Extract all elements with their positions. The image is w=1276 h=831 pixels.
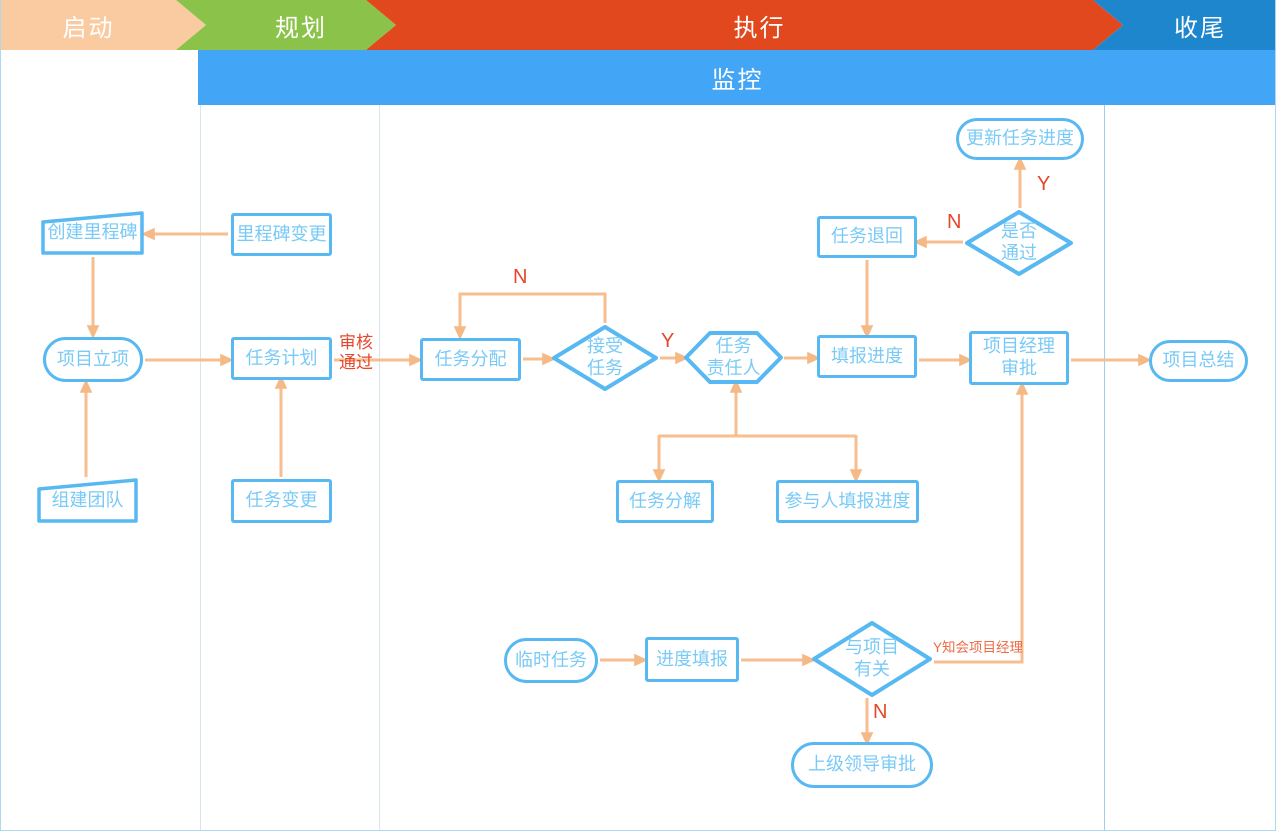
node-update-task-progress: 更新任务进度 (956, 118, 1084, 160)
edge-label-related-y: Y知会项目经理 (933, 640, 1024, 655)
lane-separator-3 (1104, 105, 1105, 830)
phase-execution-label: 执行 (733, 14, 786, 42)
edge-label-review-pass: 审核 通过 (339, 333, 373, 372)
phase-planning-label: 规划 (275, 14, 327, 42)
edge-label-accept-y: Y (661, 330, 675, 352)
node-pm-approval: 项目经理 审批 (969, 331, 1069, 385)
node-create-milestone: 创建里程碑 (41, 211, 144, 255)
phase-initiation-label: 启动 (62, 14, 115, 42)
phase-initiation: 启动 (1, 0, 206, 50)
monitor-band: 监控 (198, 50, 1275, 105)
lane-separator-1 (200, 105, 201, 830)
node-project-summary: 项目总结 (1149, 340, 1248, 382)
edge-label-loop-n: N (513, 266, 528, 288)
monitor-band-label: 监控 (711, 67, 764, 94)
lane-separator-2 (379, 105, 380, 830)
edge-accepttask-n-loop (453, 292, 607, 340)
phase-execution: 执行 (366, 0, 1123, 50)
node-leader-approval: 上级领导审批 (791, 742, 933, 788)
node-accept-task-decision: 接受 任务 (552, 325, 658, 391)
node-temp-task: 临时任务 (504, 638, 598, 683)
node-task-plan: 任务计划 (231, 337, 332, 380)
node-task-change: 任务变更 (231, 479, 332, 523)
node-participant-progress: 参与人填报进度 (776, 480, 919, 523)
node-pass-decision: 是否 通过 (965, 210, 1073, 276)
node-milestone-change: 里程碑变更 (231, 213, 332, 256)
phase-closing: 收尾 (1093, 0, 1275, 50)
edge-label-pass-n: N (947, 211, 962, 233)
node-progress-report: 进度填报 (645, 637, 739, 682)
node-build-team: 组建团队 (37, 478, 138, 523)
edge-relateddecision-pmapproval (934, 381, 1029, 664)
node-task-assign: 任务分配 (420, 338, 521, 381)
phase-planning: 规划 (176, 0, 396, 50)
phase-closing-label: 收尾 (1174, 14, 1226, 42)
node-project-related-decision: 与项目 有关 (812, 621, 932, 697)
node-project-initiation: 项目立项 (43, 337, 143, 382)
node-task-owner: 任务 责任人 (684, 331, 783, 384)
node-fill-progress: 填报进度 (817, 335, 917, 378)
node-task-return: 任务退回 (817, 216, 917, 258)
edge-label-related-n: N (873, 701, 888, 723)
node-task-breakdown: 任务分解 (616, 480, 714, 523)
edge-label-pass-y: Y (1037, 173, 1051, 195)
